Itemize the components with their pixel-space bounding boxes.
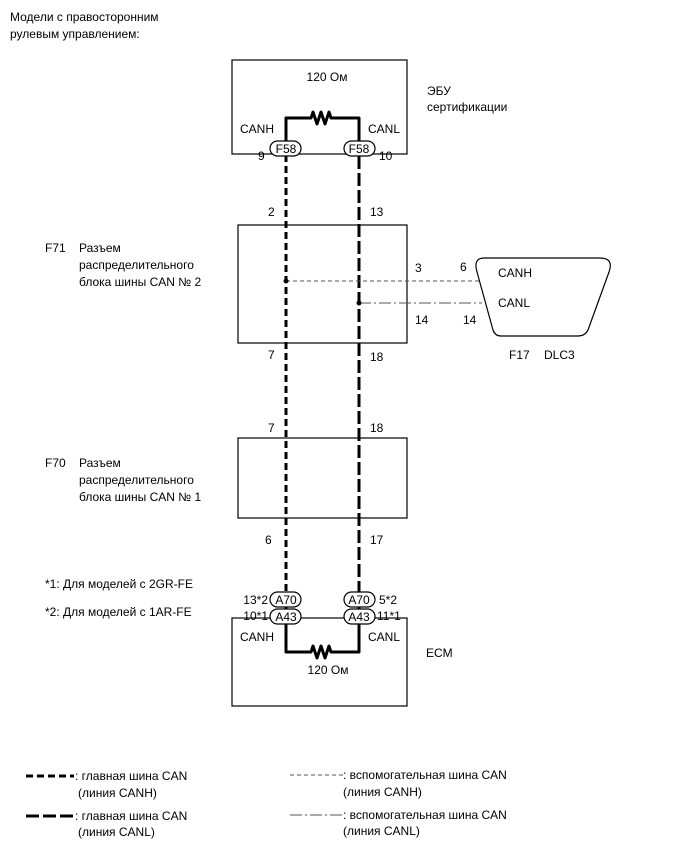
legend-sub-canl-label: : вспомогательная шина CAN [343,808,507,822]
f71-title-line-1: Разъем [79,241,121,255]
f71-box [237,224,408,344]
header-line-1: Модели с правосторонним [10,10,159,24]
ecm-connector-bottom-left-label: A43 [275,610,297,624]
ecm-connector-bottom-right [343,608,376,625]
header-line-2: рулевым управлением: [10,27,140,41]
ecu-cert-box [231,59,408,155]
legend-sub-canl-sub: (линия CANL) [343,824,420,838]
dlc3-pin-canh: 6 [460,260,467,274]
dlc3-canl-label: CANL [498,296,530,310]
legend-main-canl-label: : главная шина CAN [75,809,187,823]
ecu-cert-connector-left-label: F58 [276,142,297,156]
f71-pin-bottom-right: 18 [370,350,384,364]
f71-pin-bottom-left: 7 [268,348,275,362]
f71-title-line-3: блока шины CAN № 2 [79,275,201,289]
f71-pin-top-right: 13 [370,205,384,219]
ecm-connector-top-right [343,591,376,608]
f71-title-line-2: распределительного [79,258,194,272]
f71-code: F71 [45,241,66,255]
ecm-canl-label: CANL [368,630,400,644]
note-2: *2: Для моделей с 1AR-FE [45,605,192,619]
legend-sub-canh-label: : вспомогательная шина CAN [343,768,507,782]
ecu-cert-name-line-2: сертификации [427,100,507,114]
ecm-resistance: 120 Ом [308,663,349,677]
f71-canh-splice [283,278,289,284]
ecm-connector-bottom-right-label: A43 [348,610,370,624]
ecu-cert-canl-label: CANL [368,122,400,136]
ecm-pin-top-left: 13*2 [243,593,268,607]
legend-main-canh-sub: (линия CANH) [78,786,157,800]
f70-pin-top-right: 18 [370,421,384,435]
f70-box [237,437,408,519]
dlc3-shape [475,257,611,337]
ecu-cert-connector-right [343,140,376,157]
legend-main-canh-label: : главная шина CAN [75,769,187,783]
ecm-connector-top-left-label: A70 [275,593,297,607]
f71-canl-splice [356,300,362,306]
ecm-pin-top-right: 5*2 [379,593,397,607]
dlc3-name: DLC3 [544,348,575,362]
ecu-cert-pin-left: 9 [258,149,265,163]
legend-main-canl-sub: (линия CANL) [78,825,155,839]
f70-title-line-2: распределительного [79,473,194,487]
f71-pin-top-left: 2 [268,205,275,219]
legend-sub-canh-sub: (линия CANH) [343,785,422,799]
ecu-cert-resistor [284,110,361,150]
ecm-canh-label: CANH [240,630,274,644]
ecu-cert-name-line-1: ЭБУ [427,84,451,98]
f70-title-line-1: Разъем [79,456,121,470]
ecm-name: ECM [426,646,453,660]
ecu-cert-connector-right-label: F58 [349,142,370,156]
note-1: *1: Для моделей с 2GR-FE [45,577,193,591]
ecm-connector-bottom-left [269,608,302,625]
ecm-resistor [284,622,361,660]
f70-pin-bottom-right: 17 [370,533,384,547]
f71-pin-canl-out: 14 [415,313,429,327]
ecu-cert-pin-right: 10 [379,149,393,163]
f70-pin-top-left: 7 [268,421,275,435]
ecm-pin-bottom-right: 11*1 [377,609,401,623]
f70-code: F70 [45,456,66,470]
dlc3-pin-canl: 14 [463,313,477,327]
f71-pin-canh-out: 3 [415,261,422,275]
ecm-connector-top-right-label: A70 [348,593,370,607]
ecu-cert-canh-label: CANH [240,122,274,136]
dlc3-code: F17 [509,348,530,362]
ecm-connector-top-left [269,591,302,608]
ecm-pin-bottom-left: 10*1 [243,609,268,623]
f70-title-line-3: блока шины CAN № 1 [79,490,201,504]
f70-pin-bottom-left: 6 [265,533,272,547]
ecu-cert-resistance: 120 Ом [307,70,348,84]
ecu-cert-connector-left [269,140,302,157]
ecm-box [231,617,408,707]
dlc3-canh-label: CANH [498,266,532,280]
